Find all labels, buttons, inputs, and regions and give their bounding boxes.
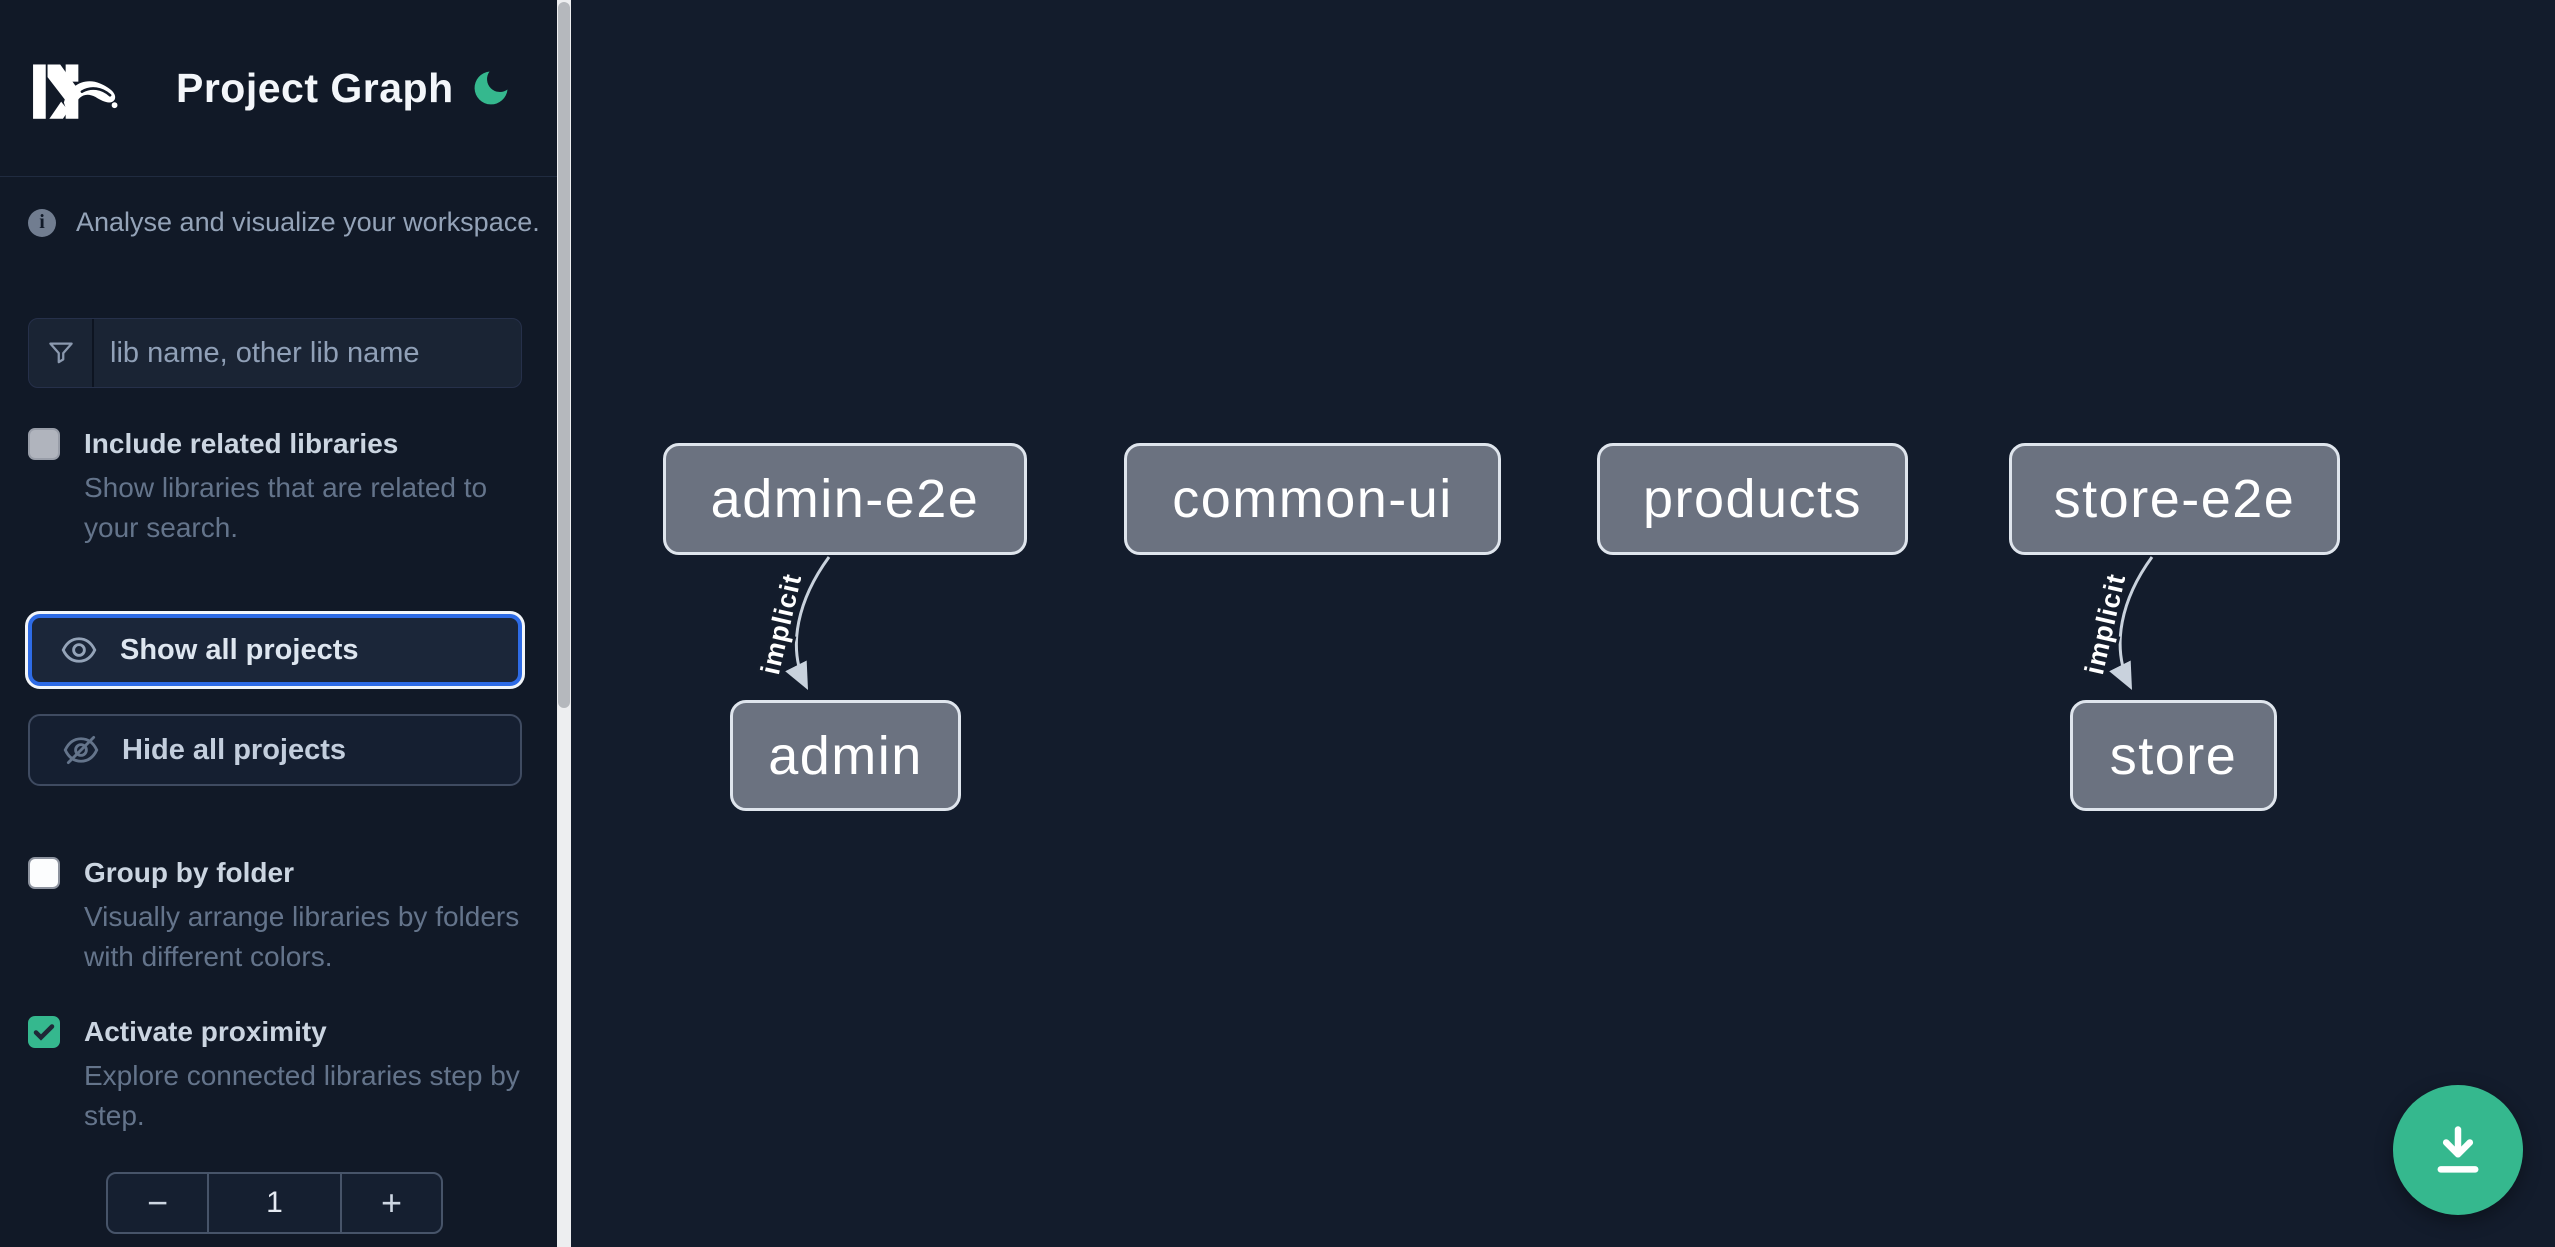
- proximity-stepper: − 1 +: [106, 1172, 443, 1234]
- include-related-label: Include related libraries: [84, 428, 399, 459]
- sidebar-scrollbar-thumb[interactable]: [558, 2, 570, 708]
- sidebar: Project Graph i Analyse and visualize yo…: [0, 0, 557, 1247]
- graph-node-store-e2e[interactable]: store-e2e: [2009, 443, 2340, 555]
- page-title: Project Graph: [176, 64, 454, 111]
- graph-node-admin-e2e[interactable]: admin-e2e: [663, 443, 1027, 555]
- eye-icon: [61, 637, 97, 663]
- option-group-by-folder: Group by folder Visually arrange librari…: [0, 855, 557, 977]
- search-input[interactable]: [94, 319, 521, 387]
- graph-node-products[interactable]: products: [1597, 443, 1908, 555]
- group-by-folder-label: Group by folder: [84, 857, 294, 888]
- nx-logo: [33, 64, 118, 119]
- option-include-related-libraries: Include related libraries Show libraries…: [0, 426, 557, 548]
- tagline-row: i Analyse and visualize your workspace.: [28, 207, 557, 238]
- include-related-description: Show libraries that are related to your …: [84, 472, 488, 543]
- activate-proximity-label: Activate proximity: [84, 1016, 327, 1047]
- option-activate-proximity: Activate proximity Explore connected lib…: [0, 1014, 557, 1136]
- tagline-text: Analyse and visualize your workspace.: [76, 207, 540, 237]
- graph-node-store[interactable]: store: [2070, 700, 2277, 811]
- download-icon: [2437, 1126, 2479, 1173]
- filter-funnel-icon: [29, 319, 94, 387]
- show-all-projects-button[interactable]: Show all projects: [28, 614, 522, 686]
- moon-icon: [474, 71, 508, 105]
- graph-node-admin[interactable]: admin: [730, 700, 961, 811]
- group-by-folder-checkbox[interactable]: [28, 857, 60, 889]
- graph-node-common-ui[interactable]: common-ui: [1124, 443, 1501, 555]
- search-box: [28, 318, 522, 388]
- sidebar-scrollbar[interactable]: [557, 0, 571, 1247]
- eye-off-icon: [63, 735, 99, 765]
- group-by-folder-description: Visually arrange libraries by folders wi…: [84, 901, 520, 972]
- hide-all-projects-label: Hide all projects: [122, 733, 347, 766]
- info-icon: i: [28, 208, 56, 237]
- graph-canvas[interactable]: [571, 0, 2555, 1247]
- include-related-checkbox[interactable]: [28, 428, 60, 460]
- download-button[interactable]: [2393, 1085, 2523, 1215]
- proximity-increment-button[interactable]: +: [342, 1174, 441, 1232]
- activate-proximity-description: Explore connected libraries step by step…: [84, 1060, 520, 1131]
- hide-all-projects-button[interactable]: Hide all projects: [28, 714, 522, 786]
- theme-toggle-button[interactable]: [469, 66, 513, 110]
- show-all-projects-label: Show all projects: [120, 633, 359, 666]
- activate-proximity-checkbox[interactable]: [28, 1016, 60, 1048]
- app-header: Project Graph: [0, 0, 557, 177]
- proximity-decrement-button[interactable]: −: [108, 1174, 207, 1232]
- proximity-value[interactable]: 1: [207, 1174, 342, 1232]
